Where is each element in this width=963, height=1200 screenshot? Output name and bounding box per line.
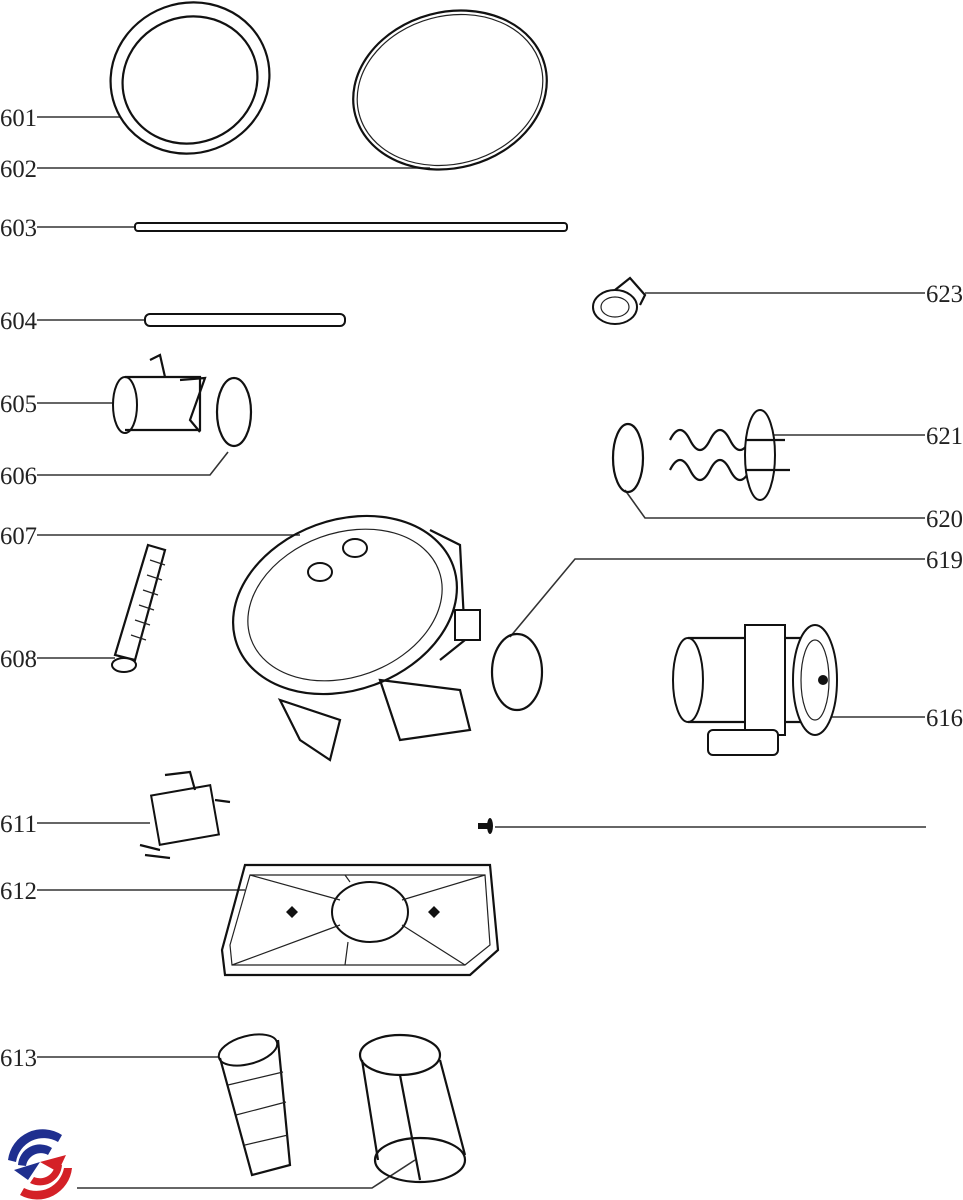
- callout-623: 623: [926, 281, 963, 308]
- callout-613: 613: [0, 1045, 37, 1072]
- part-606-o-ring: [215, 376, 253, 448]
- callout-602: 602: [0, 156, 37, 183]
- part-616-circulation-pump: [672, 624, 838, 756]
- callout-605: 605: [0, 391, 37, 418]
- part-614-mesh-filter: [358, 1033, 467, 1184]
- part-601-ring-frame: [109, 1, 271, 155]
- callout-601: 601: [0, 105, 37, 132]
- part-611-pump-valve: [139, 770, 231, 860]
- callout-606: 606: [0, 463, 37, 490]
- part-608-corrugated-hose: [111, 543, 167, 673]
- callout-604: 604: [0, 308, 37, 335]
- part-603-long-rod: [134, 222, 568, 232]
- callout-612: 612: [0, 878, 37, 905]
- callout-620: 620: [926, 506, 963, 533]
- part-623-sensor: [592, 276, 647, 325]
- callout-607: 607: [0, 523, 37, 550]
- callout-619: 619: [926, 547, 963, 574]
- callout-labels: 601 602 603 604 605 606 607 608 611 612 …: [0, 105, 963, 1072]
- part-621-heater: [669, 409, 790, 501]
- part-605-connector: [112, 353, 207, 434]
- part-615-screw: [478, 818, 493, 834]
- part-613-filter-cartridge: [217, 1033, 292, 1177]
- leader-lines: [37, 116, 926, 1189]
- part-612-filter-plate: [220, 863, 500, 977]
- part-607-sump-housing: [231, 514, 481, 762]
- callout-603: 603: [0, 215, 37, 242]
- part-619-seal-ring: [490, 632, 544, 712]
- callout-608: 608: [0, 646, 37, 673]
- part-604-tube: [144, 313, 346, 327]
- part-602-gasket-ring: [352, 9, 548, 171]
- part-620-o-ring: [611, 422, 645, 494]
- callout-611: 611: [0, 811, 37, 838]
- brand-logo: [8, 1129, 72, 1200]
- callout-616: 616: [926, 705, 963, 732]
- callout-621: 621: [926, 423, 963, 450]
